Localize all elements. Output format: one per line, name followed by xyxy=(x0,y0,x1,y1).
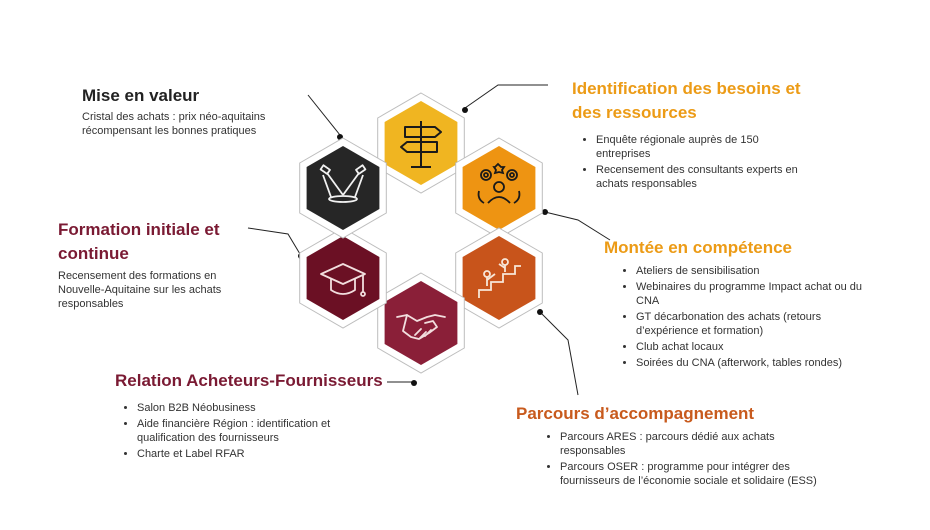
identification-title-line2: des ressources xyxy=(572,103,697,122)
connector-dot-montee xyxy=(542,209,548,215)
hexagon-formation xyxy=(306,236,380,320)
formation-desc: Recensement des formations en Nouvelle-A… xyxy=(58,270,222,310)
identification-title-line1: Identification des besoins et xyxy=(572,79,801,98)
section-identification: Identification des besoins et des ressou… xyxy=(572,77,832,193)
mise-desc: Cristal des achats : prix néo-aquitains … xyxy=(82,111,266,137)
parcours-list: Parcours ARES : parcours dédié aux achat… xyxy=(546,430,830,488)
connector-mise xyxy=(307,94,341,136)
list-item: Charte et Label RFAR xyxy=(137,447,367,461)
formation-title-line2: continue xyxy=(58,244,129,263)
formation-title-line1: Formation initiale et xyxy=(58,220,220,239)
section-parcours: Parcours d’accompagnement Parcours ARES … xyxy=(516,402,836,490)
connector-montee xyxy=(544,211,611,241)
connector-formation xyxy=(247,227,301,255)
connector-dot-parcours xyxy=(537,309,543,315)
section-formation: Formation initiale et continue Recenseme… xyxy=(58,218,278,311)
signpost-icon xyxy=(400,121,442,168)
section-mise: Mise en valeur Cristal des achats : prix… xyxy=(82,84,312,138)
list-item: Webinaires du programme Impact achat ou … xyxy=(636,280,876,308)
hexagon-montee xyxy=(462,146,536,230)
hexagon-parcours xyxy=(462,236,536,320)
montee-title: Montée en compétence xyxy=(604,238,792,257)
connector-dot-relation xyxy=(411,380,417,386)
list-item: Club achat locaux xyxy=(636,340,876,354)
connector-dot-identification xyxy=(462,107,468,113)
list-item: Ateliers de sensibilisation xyxy=(636,264,876,278)
list-item: Parcours OSER : programme pour intégrer … xyxy=(560,460,830,488)
stairs-climb-icon xyxy=(478,258,521,298)
section-relation: Relation Acheteurs-Fournisseurs Salon B2… xyxy=(115,369,395,463)
list-item: Parcours ARES : parcours dédié aux achat… xyxy=(560,430,830,458)
parcours-title: Parcours d’accompagnement xyxy=(516,404,755,423)
list-item: GT décarbonation des achats (retours d’e… xyxy=(636,310,876,338)
list-item: Aide financière Région : identification … xyxy=(137,417,367,445)
hexagon-relation xyxy=(384,281,458,365)
relation-title: Relation Acheteurs-Fournisseurs xyxy=(115,371,383,390)
connector-parcours xyxy=(539,311,579,396)
list-item: Salon B2B Néobusiness xyxy=(137,401,367,415)
list-item: Soirées du CNA (afterwork, tables rondes… xyxy=(636,356,876,370)
list-item: Recensement des consultants experts en a… xyxy=(596,163,816,191)
team-gears-icon xyxy=(477,162,521,204)
graduation-cap-icon xyxy=(320,263,366,297)
connector-lines xyxy=(247,84,611,396)
identification-list: Enquête régionale auprès de 150 entrepri… xyxy=(582,133,816,191)
mise-title: Mise en valeur xyxy=(82,86,200,105)
montee-list: Ateliers de sensibilisation Webinaires d… xyxy=(622,264,876,370)
relation-list: Salon B2B Néobusiness Aide financière Ré… xyxy=(123,401,367,461)
connector-identification xyxy=(464,84,548,109)
spotlight-icon xyxy=(319,164,367,203)
section-montee: Montée en compétence Ateliers de sensibi… xyxy=(604,236,874,372)
list-item: Enquête régionale auprès de 150 entrepri… xyxy=(596,133,816,161)
handshake-icon xyxy=(396,314,446,340)
